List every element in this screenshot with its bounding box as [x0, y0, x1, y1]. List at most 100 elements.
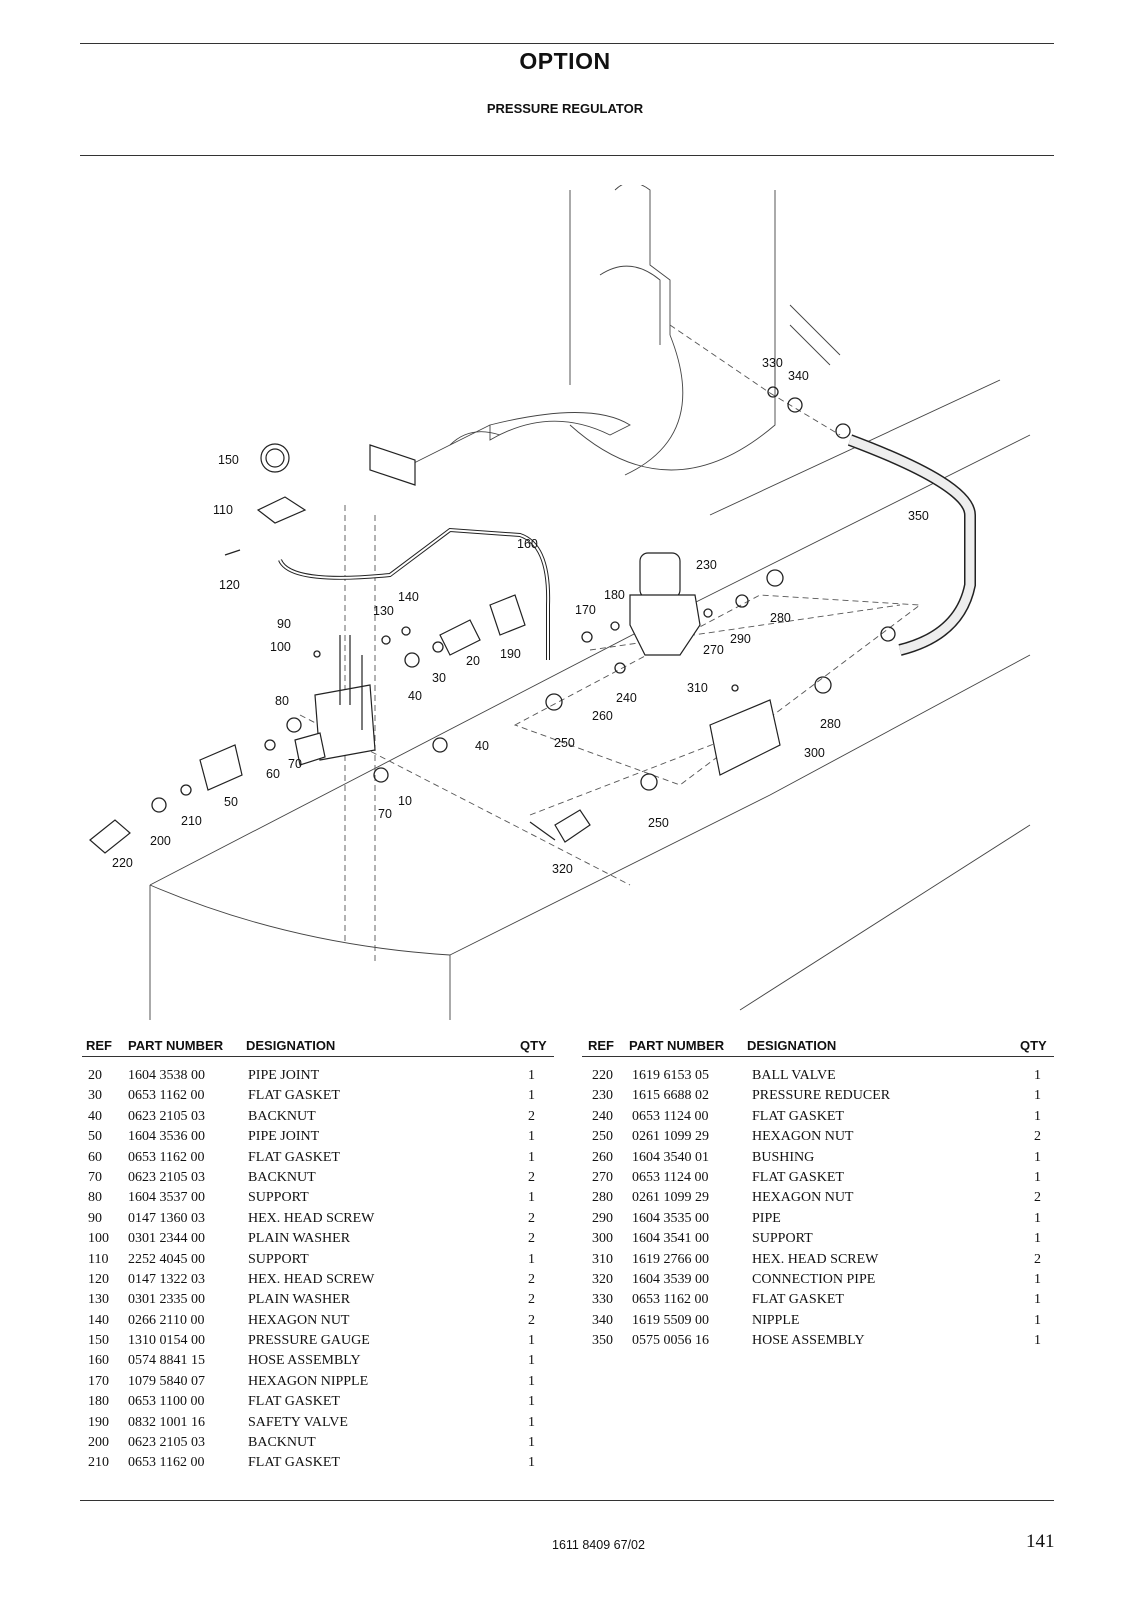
- part-number-cell: 1604 3538 00: [128, 1068, 205, 1083]
- ref-cell: 90: [88, 1210, 102, 1226]
- callout-label: 110: [213, 503, 233, 517]
- part-number-cell: 0147 1322 03: [128, 1271, 205, 1287]
- qty-cell: 1: [1034, 1271, 1041, 1287]
- designation-cell: SAFETY VALVE: [248, 1414, 348, 1430]
- part-number-cell: 0653 1162 00: [632, 1292, 709, 1308]
- qty-cell: 2: [528, 1108, 535, 1124]
- qty-cell: 1: [528, 1435, 535, 1451]
- part-number-cell: 0623 2105 03: [128, 1108, 205, 1124]
- document-number: 1611 8409 67/02: [552, 1538, 645, 1552]
- designation-cell: NIPPLE: [752, 1312, 800, 1328]
- callout-label: 180: [604, 588, 625, 602]
- designation-cell: PLAIN WASHER: [248, 1231, 351, 1247]
- designation-cell: BACKNUT: [248, 1169, 316, 1185]
- qty-cell: 2: [1034, 1251, 1041, 1267]
- callout-label: 350: [908, 509, 929, 523]
- qty-cell: 1: [528, 1394, 535, 1410]
- designation-cell: HOSE ASSEMBLY: [752, 1333, 865, 1349]
- ref-cell: 80: [88, 1190, 102, 1206]
- header-designation: DESIGNATION: [747, 1038, 837, 1053]
- ref-cell: 250: [592, 1129, 613, 1145]
- qty-cell: 1: [528, 1251, 535, 1267]
- part-number-cell: 0653 1124 00: [632, 1108, 709, 1124]
- qty-cell: 2: [528, 1292, 535, 1308]
- ref-cell: 30: [88, 1088, 102, 1104]
- ref-cell: 350: [592, 1333, 613, 1349]
- qty-cell: 2: [1034, 1190, 1041, 1206]
- ref-cell: 110: [88, 1251, 109, 1267]
- callout-label: 260: [592, 709, 613, 723]
- qty-cell: 1: [1034, 1068, 1041, 1083]
- part-number-cell: 0653 1162 00: [128, 1088, 205, 1104]
- part-number-cell: 1619 5509 00: [632, 1312, 709, 1328]
- header-part-number: PART NUMBER: [128, 1038, 224, 1053]
- callout-label: 70: [378, 807, 392, 821]
- footer-rule: [80, 1500, 1054, 1501]
- part-number-cell: 1604 3536 00: [128, 1129, 205, 1145]
- part-number-cell: 1604 3537 00: [128, 1190, 205, 1206]
- callout-label: 230: [696, 558, 717, 572]
- part-number-cell: 1604 3535 00: [632, 1210, 709, 1226]
- header-rule: [80, 155, 1054, 156]
- ref-cell: 70: [88, 1169, 102, 1185]
- designation-cell: HEXAGON NUT: [752, 1129, 854, 1145]
- qty-cell: 2: [528, 1231, 535, 1247]
- qty-cell: 1: [528, 1088, 535, 1104]
- ref-cell: 140: [88, 1312, 109, 1328]
- ref-cell: 120: [88, 1271, 109, 1287]
- table-row: 100 0301 2344 00 PLAIN WASHER 2: [82, 1230, 554, 1250]
- ref-cell: 300: [592, 1231, 613, 1247]
- part-number-cell: 0261 1099 29: [632, 1190, 709, 1206]
- part-number-cell: 1604 3540 01: [632, 1149, 709, 1165]
- qty-cell: 1: [1034, 1088, 1041, 1104]
- callout-label: 30: [432, 671, 446, 685]
- designation-cell: PIPE JOINT: [248, 1068, 320, 1083]
- part-number-cell: 0301 2335 00: [128, 1292, 205, 1308]
- qty-cell: 1: [1034, 1169, 1041, 1185]
- callout-label: 340: [788, 369, 809, 383]
- part-number-cell: 1604 3541 00: [632, 1231, 709, 1247]
- part-number-cell: 0832 1001 16: [128, 1414, 205, 1430]
- qty-cell: 1: [1034, 1333, 1041, 1349]
- part-number-cell: 0301 2344 00: [128, 1231, 205, 1247]
- ref-cell: 280: [592, 1190, 613, 1206]
- qty-cell: 2: [528, 1210, 535, 1226]
- callout-label: 150: [218, 453, 239, 467]
- designation-cell: SUPPORT: [248, 1251, 309, 1267]
- callout-label: 160: [517, 537, 538, 551]
- qty-cell: 1: [1034, 1210, 1041, 1226]
- exploded-parts-diagram: 150 110 120 160 140 130 90 100 80 40 30 …: [89, 185, 1031, 1020]
- designation-cell: HEXAGON NUT: [248, 1312, 350, 1328]
- designation-cell: FLAT GASKET: [248, 1455, 340, 1471]
- page-title: OPTION: [519, 48, 611, 74]
- callout-label: 300: [804, 746, 825, 760]
- part-number-cell: 1310 0154 00: [128, 1333, 205, 1349]
- ref-cell: 100: [88, 1231, 109, 1247]
- qty-cell: 1: [528, 1068, 535, 1083]
- ref-cell: 220: [592, 1068, 613, 1083]
- qty-cell: 2: [528, 1169, 535, 1185]
- callout-label: 210: [181, 814, 202, 828]
- designation-cell: FLAT GASKET: [752, 1292, 844, 1308]
- ref-cell: 290: [592, 1210, 613, 1226]
- ref-cell: 340: [592, 1312, 613, 1328]
- designation-cell: FLAT GASKET: [248, 1088, 340, 1104]
- callout-label: 90: [277, 617, 291, 631]
- ref-cell: 50: [88, 1129, 102, 1145]
- callout-label: 310: [687, 681, 708, 695]
- part-number-cell: 1619 6153 05: [632, 1068, 709, 1083]
